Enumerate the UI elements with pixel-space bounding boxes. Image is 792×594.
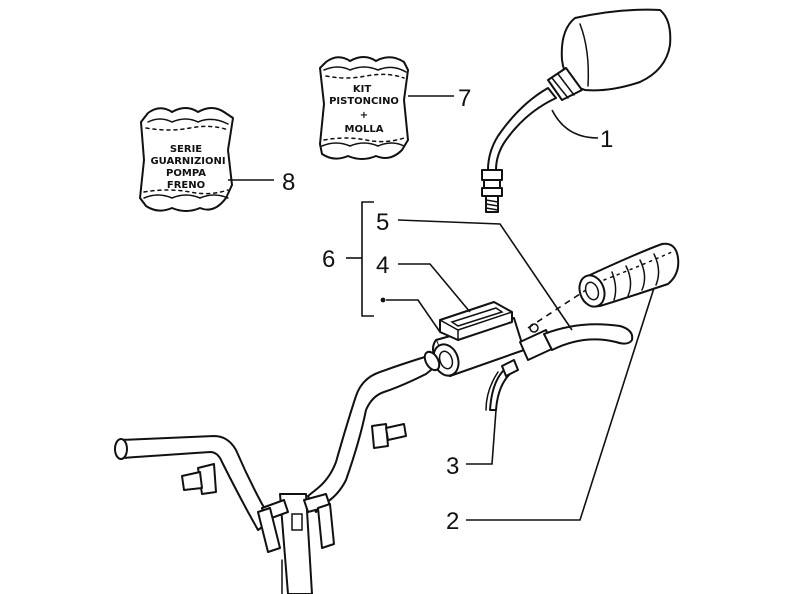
piston-kit-packet: KIT PISTONCINO + MOLLA — [319, 56, 409, 160]
piston-kit-text-4: MOLLA — [345, 124, 384, 135]
callout-4: 4 — [376, 252, 389, 279]
piston-kit-text-1: KIT — [353, 84, 371, 95]
callout-1: 1 — [600, 126, 613, 153]
handlebar — [114, 350, 441, 594]
callout-3: 3 — [446, 453, 459, 480]
piston-kit-text-3: + — [360, 110, 368, 121]
seal-kit-text-4: FRENO — [167, 180, 205, 191]
callout-5: 5 — [376, 209, 389, 236]
brake-pump-assembly — [432, 301, 634, 411]
leader-lines — [228, 95, 655, 521]
callout-7: 7 — [458, 85, 471, 112]
seal-kit-text-3: POMPA — [166, 168, 206, 179]
handgrip — [578, 242, 680, 308]
callout-2: 2 — [446, 508, 459, 535]
callout-8: 8 — [282, 169, 295, 196]
seal-kit-packet: SERIE GUARNIZIONI POMPA FRENO — [139, 107, 234, 212]
callouts: 1 2 3 4 5 6 7 8 — [282, 85, 613, 535]
mirror — [481, 8, 672, 213]
seal-kit-text-2: GUARNIZIONI — [150, 156, 225, 167]
piston-kit-text-2: PISTONCINO — [329, 96, 399, 107]
callout-6: 6 — [322, 246, 335, 273]
seal-kit-text-1: SERIE — [170, 144, 202, 155]
